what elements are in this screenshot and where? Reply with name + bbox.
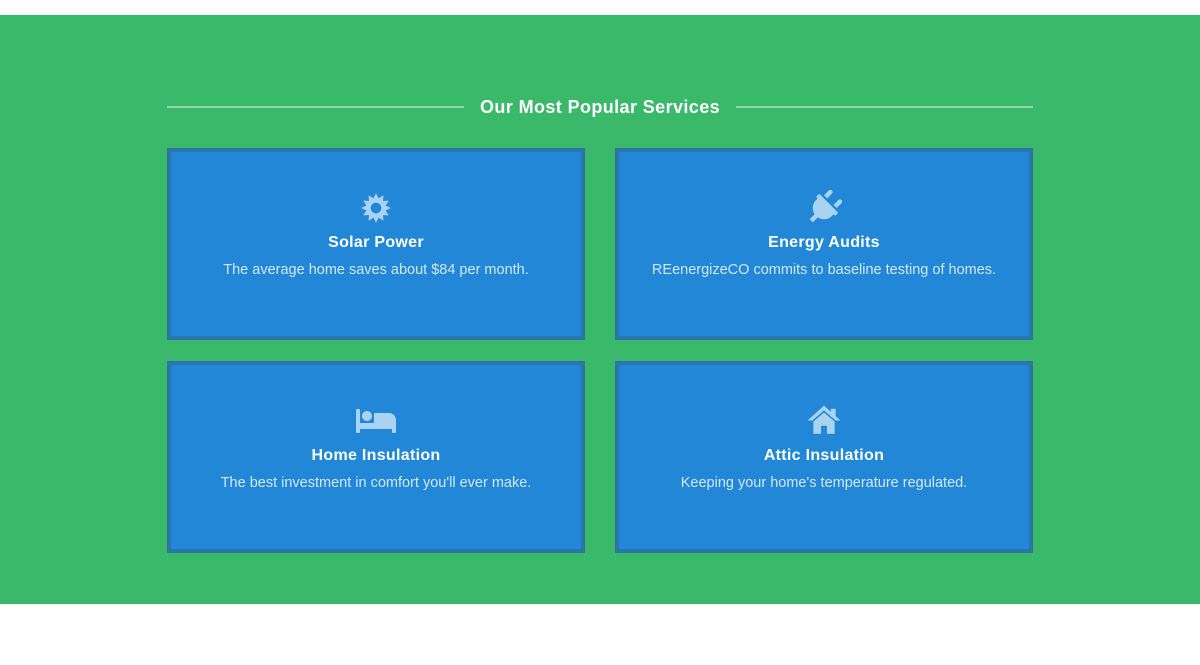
service-description: The best investment in comfort you'll ev…	[220, 475, 532, 491]
services-grid: Solar Power The average home saves about…	[167, 148, 1033, 553]
service-card-home-insulation[interactable]: Home Insulation The best investment in c…	[167, 361, 585, 553]
heading-rule-right	[736, 106, 1034, 108]
service-description: The average home saves about $84 per mon…	[223, 262, 529, 278]
plug-icon	[619, 190, 1029, 226]
service-title: Energy Audits	[768, 234, 880, 251]
service-description: Keeping your home's temperature regulate…	[680, 475, 968, 491]
service-card-attic-insulation[interactable]: Attic Insulation Keeping your home's tem…	[615, 361, 1033, 553]
section-title: Our Most Popular Services	[479, 96, 721, 117]
section-heading-row: Our Most Popular Services	[167, 95, 1034, 119]
home-icon	[619, 403, 1029, 439]
service-title: Solar Power	[328, 234, 424, 251]
service-title: Home Insulation	[311, 447, 441, 464]
service-description: REenergizeCO commits to baseline testing…	[651, 262, 997, 278]
service-title: Attic Insulation	[763, 447, 885, 464]
service-card-energy-audits[interactable]: Energy Audits REenergizeCO commits to ba…	[615, 148, 1033, 340]
sun-icon	[171, 190, 581, 226]
popular-services-section: Our Most Popular Services	[0, 15, 1200, 604]
bed-icon	[171, 403, 581, 439]
service-card-solar-power[interactable]: Solar Power The average home saves about…	[167, 148, 585, 340]
heading-rule-left	[167, 106, 464, 108]
